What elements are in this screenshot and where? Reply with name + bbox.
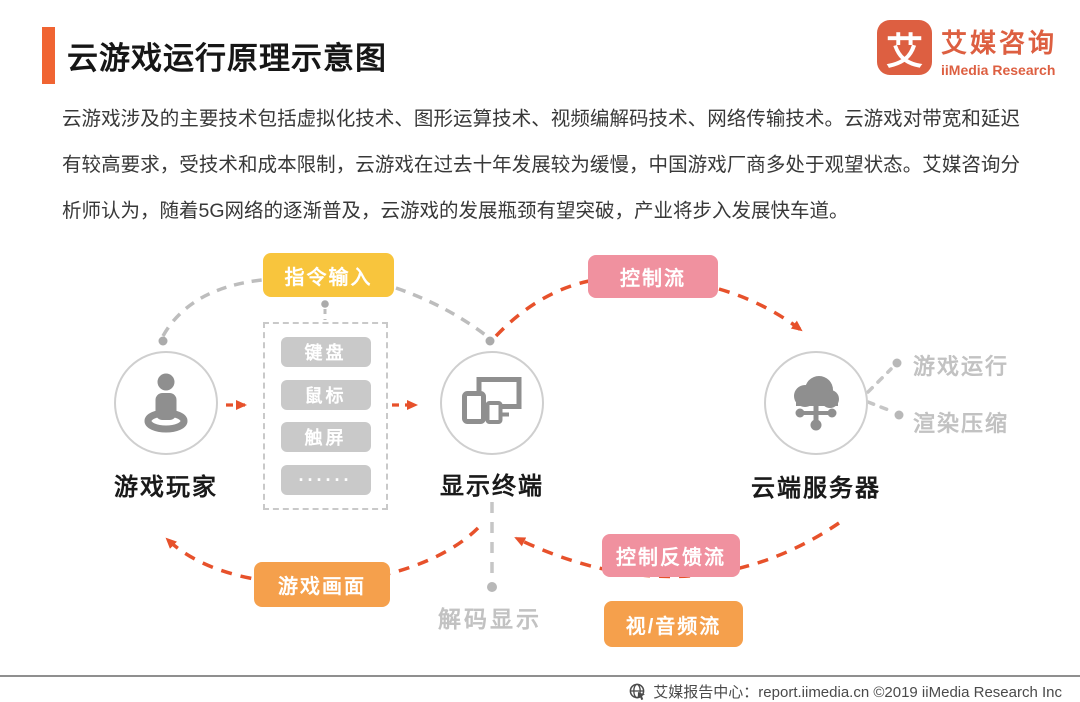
node-player-circle bbox=[114, 351, 218, 455]
badge-game-frame: 游戏画面 bbox=[254, 562, 390, 607]
branch-server-to-game-run bbox=[866, 367, 893, 394]
iimedia-logo-text: 艾媒咨询 iiMedia Research bbox=[941, 20, 1057, 78]
annotation-game-run: 游戏运行 bbox=[913, 354, 1010, 379]
label-server: 云端服务器 bbox=[751, 475, 881, 502]
iimedia-logo: 艾 艾媒咨询 iiMedia Research bbox=[877, 20, 1057, 78]
display-devices-icon bbox=[462, 377, 522, 424]
dot-input-badge-bottom bbox=[321, 300, 329, 308]
device-chip-keyboard: 键盘 bbox=[280, 336, 371, 367]
label-terminal: 显示终端 bbox=[440, 473, 544, 500]
device-chip-ellipsis: ······ bbox=[280, 465, 371, 496]
badge-av-stream: 视/音频流 bbox=[604, 601, 743, 647]
dot-terminal-top bbox=[485, 336, 495, 346]
title-accent-bar bbox=[42, 27, 55, 84]
footer-divider bbox=[0, 675, 1080, 677]
footer-source-text: 艾媒报告中心：report.iimedia.cn ©2019 iiMedia R… bbox=[653, 684, 1062, 701]
footer: 艾媒报告中心：report.iimedia.cn ©2019 iiMedia R… bbox=[629, 681, 1062, 702]
arrow-control-badge-to-server bbox=[718, 287, 803, 332]
annotation-render-compress: 渲染压缩 bbox=[913, 411, 1010, 436]
page-title: 云游戏运行原理示意图 bbox=[67, 41, 387, 76]
badge-instruction-input: 指令输入 bbox=[263, 253, 394, 297]
device-chip-mouse: 鼠标 bbox=[280, 379, 371, 410]
annotation-decode-display: 解码显示 bbox=[438, 606, 542, 632]
arc-player-to-input-badge bbox=[161, 278, 263, 337]
logo-name-cn: 艾媒咨询 bbox=[941, 28, 1058, 58]
input-devices-box: 键盘 鼠标 触屏 ······ bbox=[263, 322, 388, 510]
dot-game-run bbox=[892, 358, 902, 368]
badge-control-flow: 控制流 bbox=[588, 255, 718, 298]
dot-decode bbox=[487, 582, 497, 592]
node-server-circle bbox=[764, 351, 868, 455]
cloud-server-icon bbox=[794, 376, 839, 431]
globe-cursor-icon bbox=[629, 683, 646, 700]
player-icon bbox=[144, 373, 188, 433]
arc-terminal-to-control-badge bbox=[494, 279, 590, 338]
badge-control-feedback-flow: 控制反馈流 bbox=[602, 534, 740, 577]
iimedia-logo-icon: 艾 bbox=[877, 20, 932, 75]
device-chip-touchscreen: 触屏 bbox=[280, 422, 371, 453]
logo-name-en: iiMedia Research bbox=[941, 62, 1056, 78]
arc-input-badge-to-terminal bbox=[395, 286, 490, 339]
node-terminal-circle bbox=[440, 351, 544, 455]
branch-server-to-render bbox=[866, 400, 893, 413]
dot-render bbox=[894, 410, 904, 420]
intro-paragraph: 云游戏涉及的主要技术包括虚拟化技术、图形运算技术、视频编解码技术、网络传输技术。… bbox=[62, 108, 1020, 222]
dot-player-top bbox=[158, 336, 168, 346]
label-player: 游戏玩家 bbox=[114, 474, 218, 501]
